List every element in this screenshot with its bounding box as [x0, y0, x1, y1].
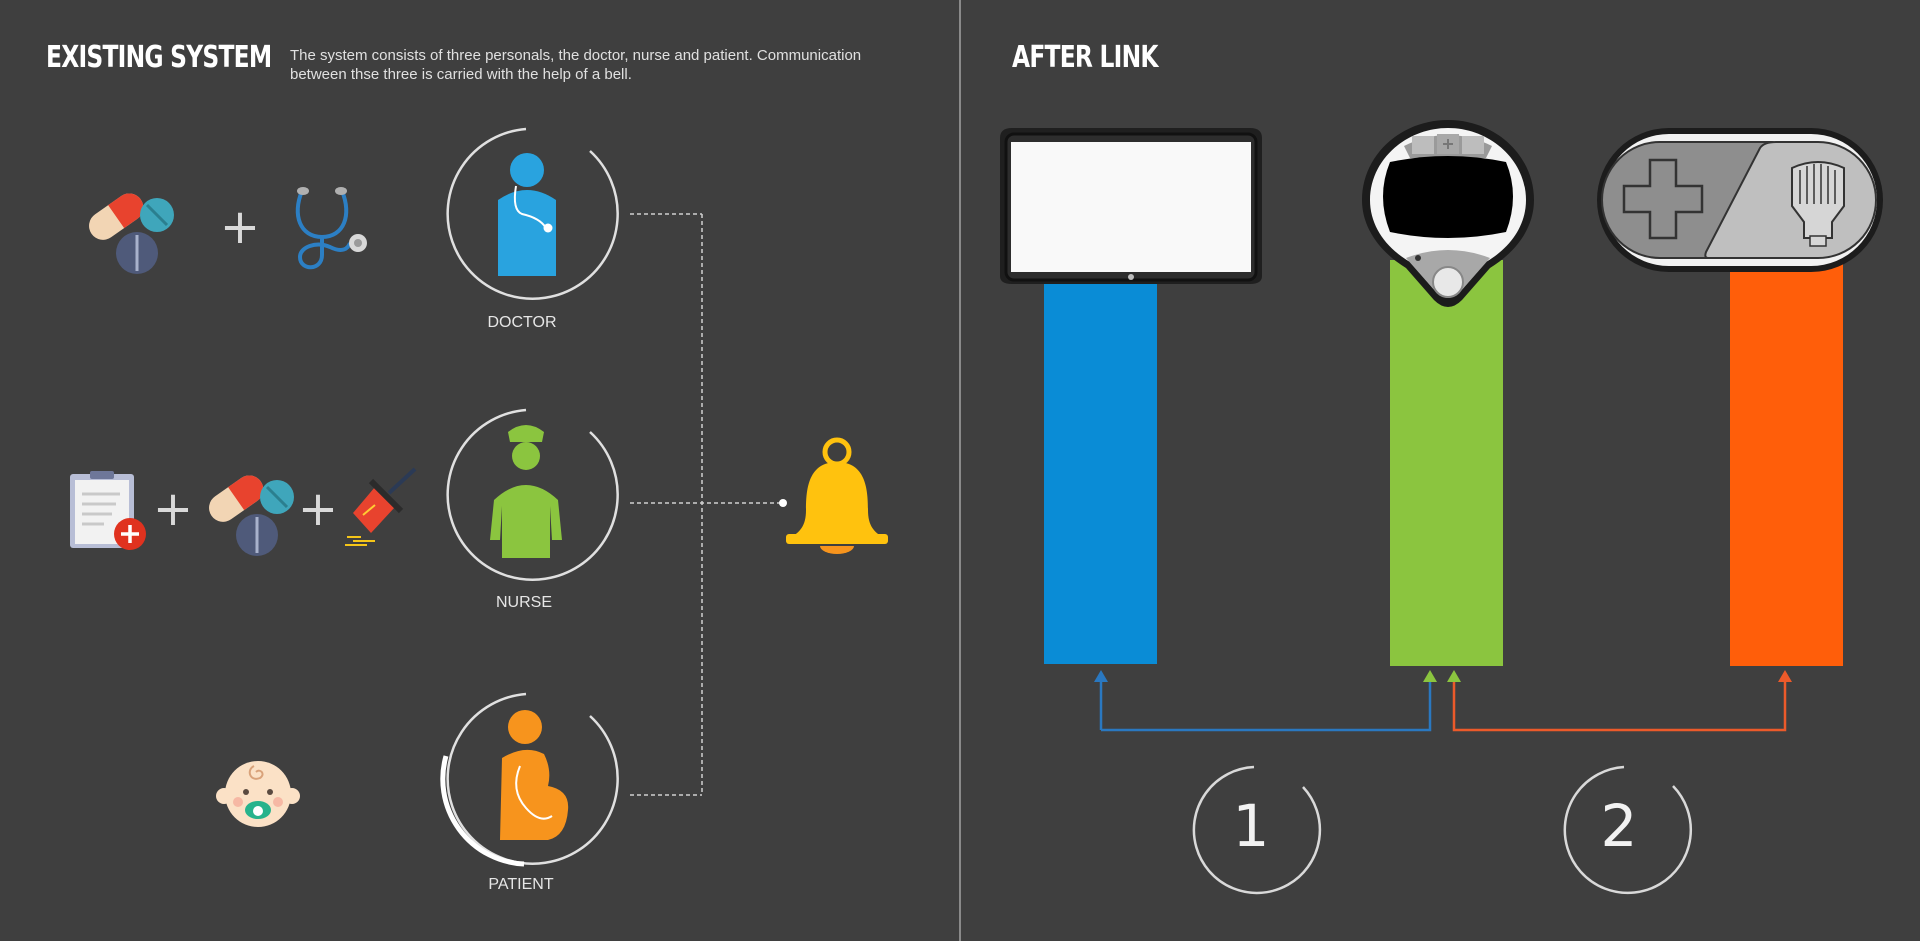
existing-system-title: EXISTING SYSTEM	[46, 40, 272, 75]
after-link-title: AFTER LINK	[1012, 40, 1159, 75]
arrowhead	[1094, 670, 1108, 682]
wearable-device-icon	[1362, 120, 1534, 307]
plus-sign: +	[220, 199, 260, 255]
clipboard-icon	[70, 471, 146, 550]
link-2-connector	[1452, 670, 1792, 732]
baby-icon	[216, 761, 300, 827]
device-bar-tablet	[1044, 270, 1157, 664]
pills-icon	[209, 475, 294, 556]
link-2-number: 2	[1600, 792, 1638, 860]
arrowhead	[1423, 670, 1437, 682]
stethoscope-icon	[295, 187, 367, 270]
syringe-icon	[345, 467, 417, 546]
arrowhead	[1447, 670, 1461, 682]
panel-divider	[959, 0, 961, 941]
device-bar-wearable	[1390, 260, 1503, 666]
system-description: The system consists of three personals, …	[290, 47, 862, 83]
nurse-icon	[446, 408, 619, 581]
bell-icon	[786, 437, 888, 554]
patient-icon	[440, 692, 619, 867]
doctor-label: DOCTOR	[487, 314, 557, 331]
nurse-label: NURSE	[495, 594, 552, 611]
plus-sign: +	[298, 481, 338, 537]
patient-label: PATIENT	[488, 876, 554, 893]
plus-sign: +	[153, 481, 193, 537]
tablet-icon	[1000, 128, 1262, 284]
arrowhead	[1778, 670, 1792, 682]
connector-dot	[779, 499, 787, 507]
pills-icon	[89, 193, 174, 274]
link-1-number: 1	[1232, 792, 1270, 860]
link-2-circle	[1563, 765, 1692, 895]
doctor-icon	[446, 127, 619, 300]
device-bar-controller	[1730, 262, 1843, 666]
link-1-connector	[1094, 670, 1432, 732]
link-1-circle	[1192, 765, 1322, 895]
controller-icon	[1597, 128, 1883, 272]
